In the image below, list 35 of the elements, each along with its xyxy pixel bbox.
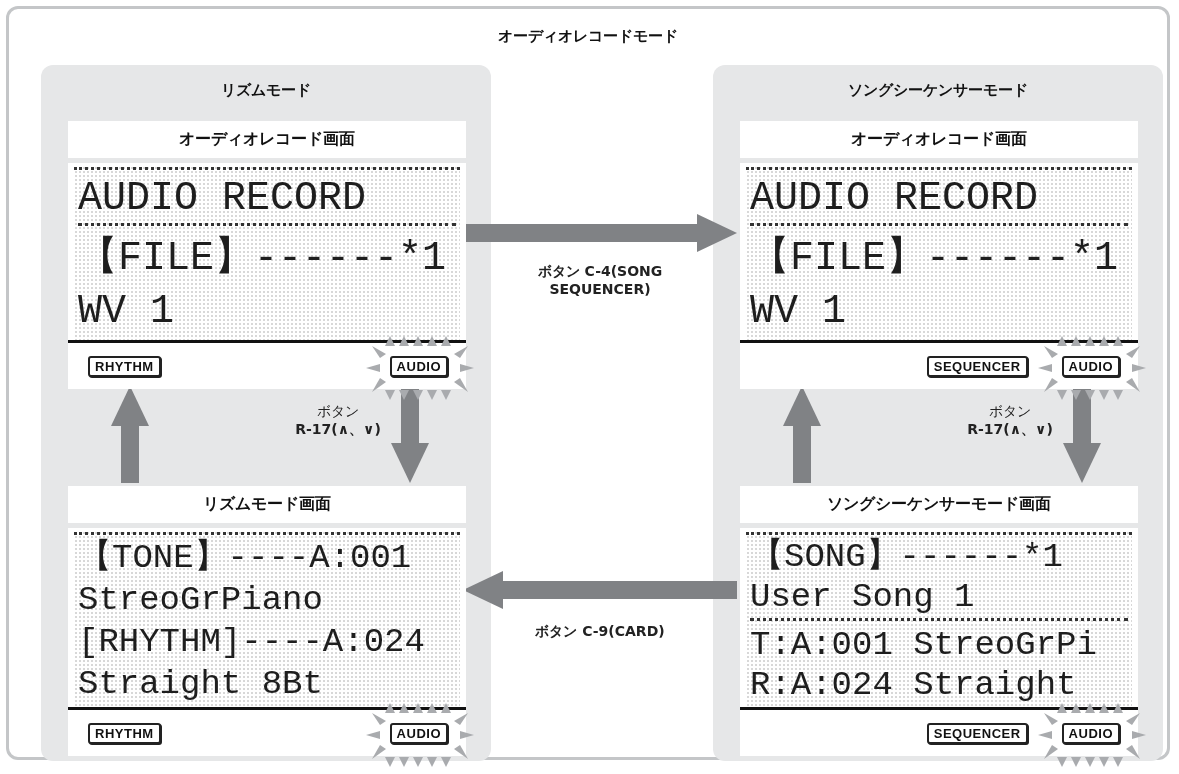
lcd-text: 【FILE】------*1	[750, 235, 1119, 281]
screen-title: ソングシーケンサーモード画面	[827, 494, 1051, 515]
indicator-label: AUDIO	[1061, 722, 1120, 744]
arrow	[111, 386, 149, 483]
arrow	[783, 386, 821, 483]
lcd-text: AUDIO RECORD	[78, 175, 367, 221]
lcd-text: T:A:001 StreoGrPi	[750, 625, 1097, 664]
lcd-text: AUDIO RECORD	[750, 175, 1039, 221]
lcd-text: WV 1	[78, 288, 174, 334]
lcd-text: 【FILE】------*1	[78, 235, 447, 281]
lcd-text: StreoGrPiano	[78, 581, 323, 619]
indicator-label: SEQUENCER	[926, 722, 1028, 744]
indicator-label: AUDIO	[1061, 355, 1120, 377]
indicator-label: AUDIO	[389, 355, 448, 377]
arrow	[391, 386, 429, 483]
lcd-text: [RHYTHM]----A:024	[78, 623, 425, 661]
indicator-label: AUDIO	[389, 722, 448, 744]
lcd-text: User Song 1	[750, 578, 975, 617]
lcd-text: 【SONG】------*1	[750, 538, 1063, 577]
arrow	[463, 571, 737, 609]
screen-title: オーディオレコード画面	[179, 129, 355, 150]
screen-title: リズムモード画面	[203, 494, 331, 515]
arrow	[463, 214, 737, 252]
screen-title: オーディオレコード画面	[851, 129, 1027, 150]
lcd-text: WV 1	[750, 288, 846, 334]
arrow	[1063, 386, 1101, 483]
indicator-label: RHYTHM	[88, 355, 161, 377]
panel-title: オーディオレコードモード	[498, 27, 678, 45]
indicator-label: SEQUENCER	[926, 355, 1028, 377]
indicator-label: RHYTHM	[88, 722, 161, 744]
panel-title: リズムモード	[221, 81, 311, 99]
lcd-text: Straight 8Bt	[78, 665, 323, 703]
lcd-text: R:A:024 Straight	[750, 665, 1077, 704]
panel-title: ソングシーケンサーモード	[848, 81, 1028, 99]
lcd-text: 【TONE】----A:001	[78, 539, 412, 577]
